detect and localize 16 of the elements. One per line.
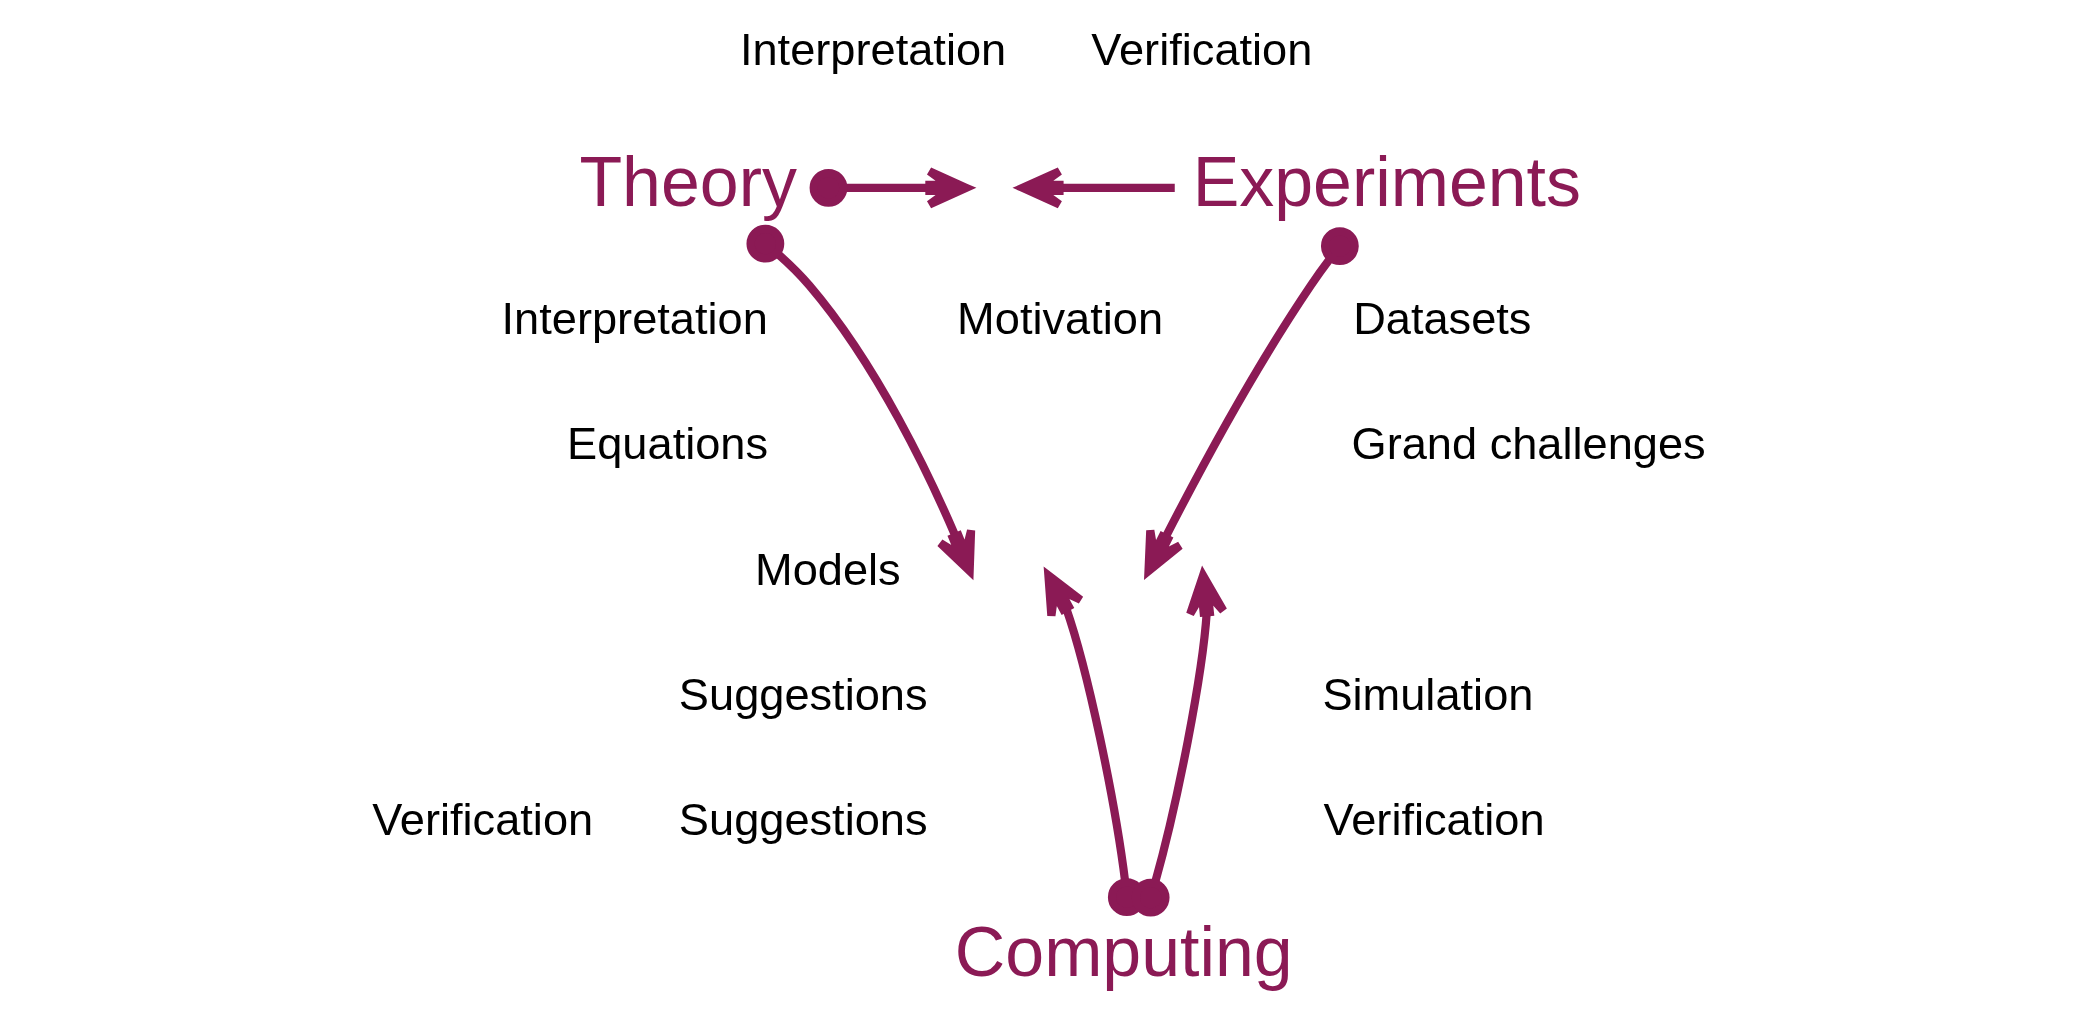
label: Verification [1323,794,1545,846]
label: Verification [1090,23,1312,75]
label: Suggestions [678,669,928,721]
label: Grand challenges [1351,418,1706,470]
node-text: Experiments [1192,142,1581,221]
node-text: Computing [954,913,1293,992]
label: Verification [371,794,593,846]
label: Models [754,543,901,595]
label: Suggestions [678,794,928,846]
label: Interpretation [739,23,1006,75]
label: Equations [566,418,768,470]
label: Motivation [956,292,1163,344]
label: Simulation [1321,669,1533,721]
label: Interpretation [501,292,768,344]
label: Datasets [1352,292,1531,344]
node-text: Theory [578,142,797,221]
